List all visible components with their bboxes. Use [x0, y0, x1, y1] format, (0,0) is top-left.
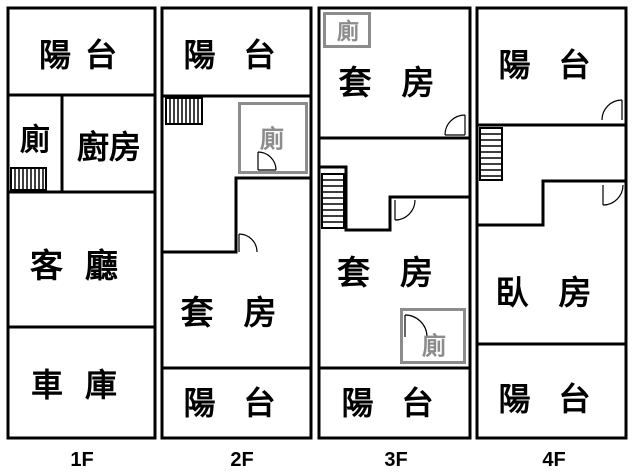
f4-outer-wall [475, 6, 628, 440]
f4-bedroom-label: 臥房 [495, 273, 622, 312]
door-icon [257, 151, 277, 171]
door-icon [601, 99, 623, 121]
f3-toilet-bottom-frame [400, 308, 466, 364]
stairs-icon [10, 97, 503, 229]
f2-balcony-front-label: 陽台 [183, 36, 304, 74]
f3-outer-wall [317, 6, 472, 440]
f1-living-room-label: 客廳 [30, 246, 140, 285]
f3-suite-bottom-label: 套房 [337, 253, 463, 292]
f2-suite-label: 套房 [180, 293, 307, 332]
door-icon [602, 184, 624, 206]
f4-balcony-back-label: 陽台 [498, 380, 619, 418]
f2-outer-wall [160, 6, 313, 440]
f3-toilet-top-label: 廁 [336, 20, 359, 45]
f1-balcony-label: 陽台 [38, 36, 131, 74]
door-icon [444, 114, 466, 136]
f4-balcony-front-label: 陽台 [498, 46, 619, 84]
f3-suite-top-label: 套房 [338, 63, 465, 102]
f3-wall [319, 165, 470, 232]
f1-garage-label: 車庫 [30, 366, 139, 404]
floor-label-4f: 4F [542, 448, 566, 471]
f1-outer-wall [6, 6, 157, 440]
f2-toilet-frame [238, 102, 308, 174]
door-icon [238, 233, 258, 253]
f3-balcony-label: 陽台 [341, 384, 462, 422]
floor-label-2f: 2F [230, 448, 254, 471]
f2-wall [162, 176, 311, 254]
floor-label-3f: 3F [384, 448, 408, 471]
floor-label-1f: 1F [70, 448, 94, 471]
f1-kitchen-label: 廚房 [76, 128, 141, 166]
f3-toilet-top-frame [323, 12, 371, 48]
f1-toilet-label: 廁 [20, 123, 50, 158]
f3-toilet-bottom-label: 廁 [422, 331, 446, 360]
door-icon [404, 314, 428, 338]
f4-wall [477, 179, 626, 227]
door-icon [394, 199, 416, 221]
f2-balcony-back-label: 陽台 [183, 384, 304, 422]
f2-toilet-label: 廁 [260, 124, 284, 153]
